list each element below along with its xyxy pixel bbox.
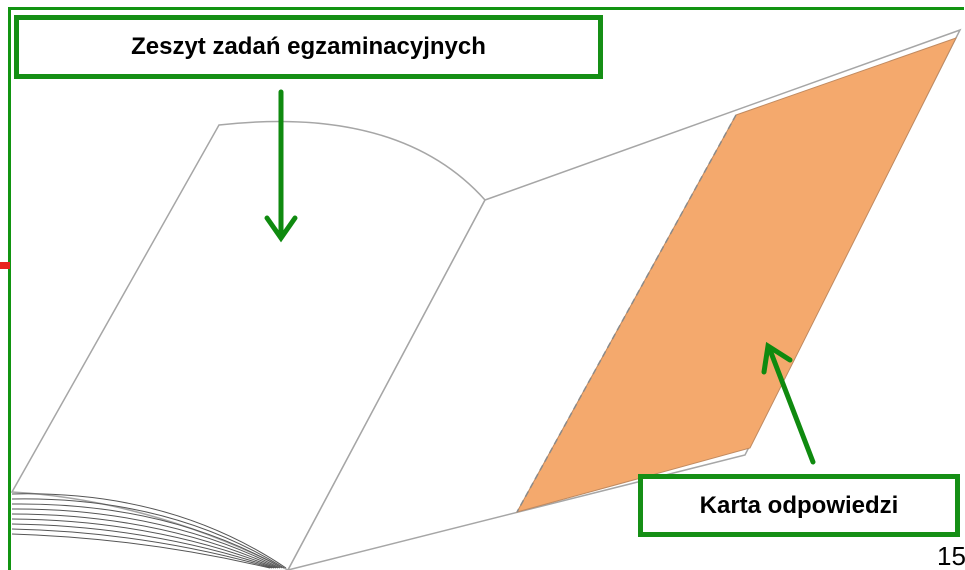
exam-booklet-label-text: Zeszyt zadań egzaminacyjnych — [131, 33, 486, 60]
booklet-left-page — [10, 120, 486, 570]
slide-frame — [8, 7, 964, 570]
booklet-page-edges — [11, 493, 287, 569]
page-number: 15 — [937, 541, 965, 570]
answer-sheet-label: Karta odpowiedzi — [638, 474, 960, 537]
answer-sheet-arrow — [761, 341, 816, 465]
answer-sheet-perforation — [516, 114, 737, 513]
side-marker — [0, 262, 10, 269]
answer-sheet-label-text: Karta odpowiedzi — [699, 491, 899, 519]
exam-booklet-label: Zeszyt zadań egzaminacyjnych — [14, 15, 603, 79]
booklet-arrow — [264, 89, 298, 243]
